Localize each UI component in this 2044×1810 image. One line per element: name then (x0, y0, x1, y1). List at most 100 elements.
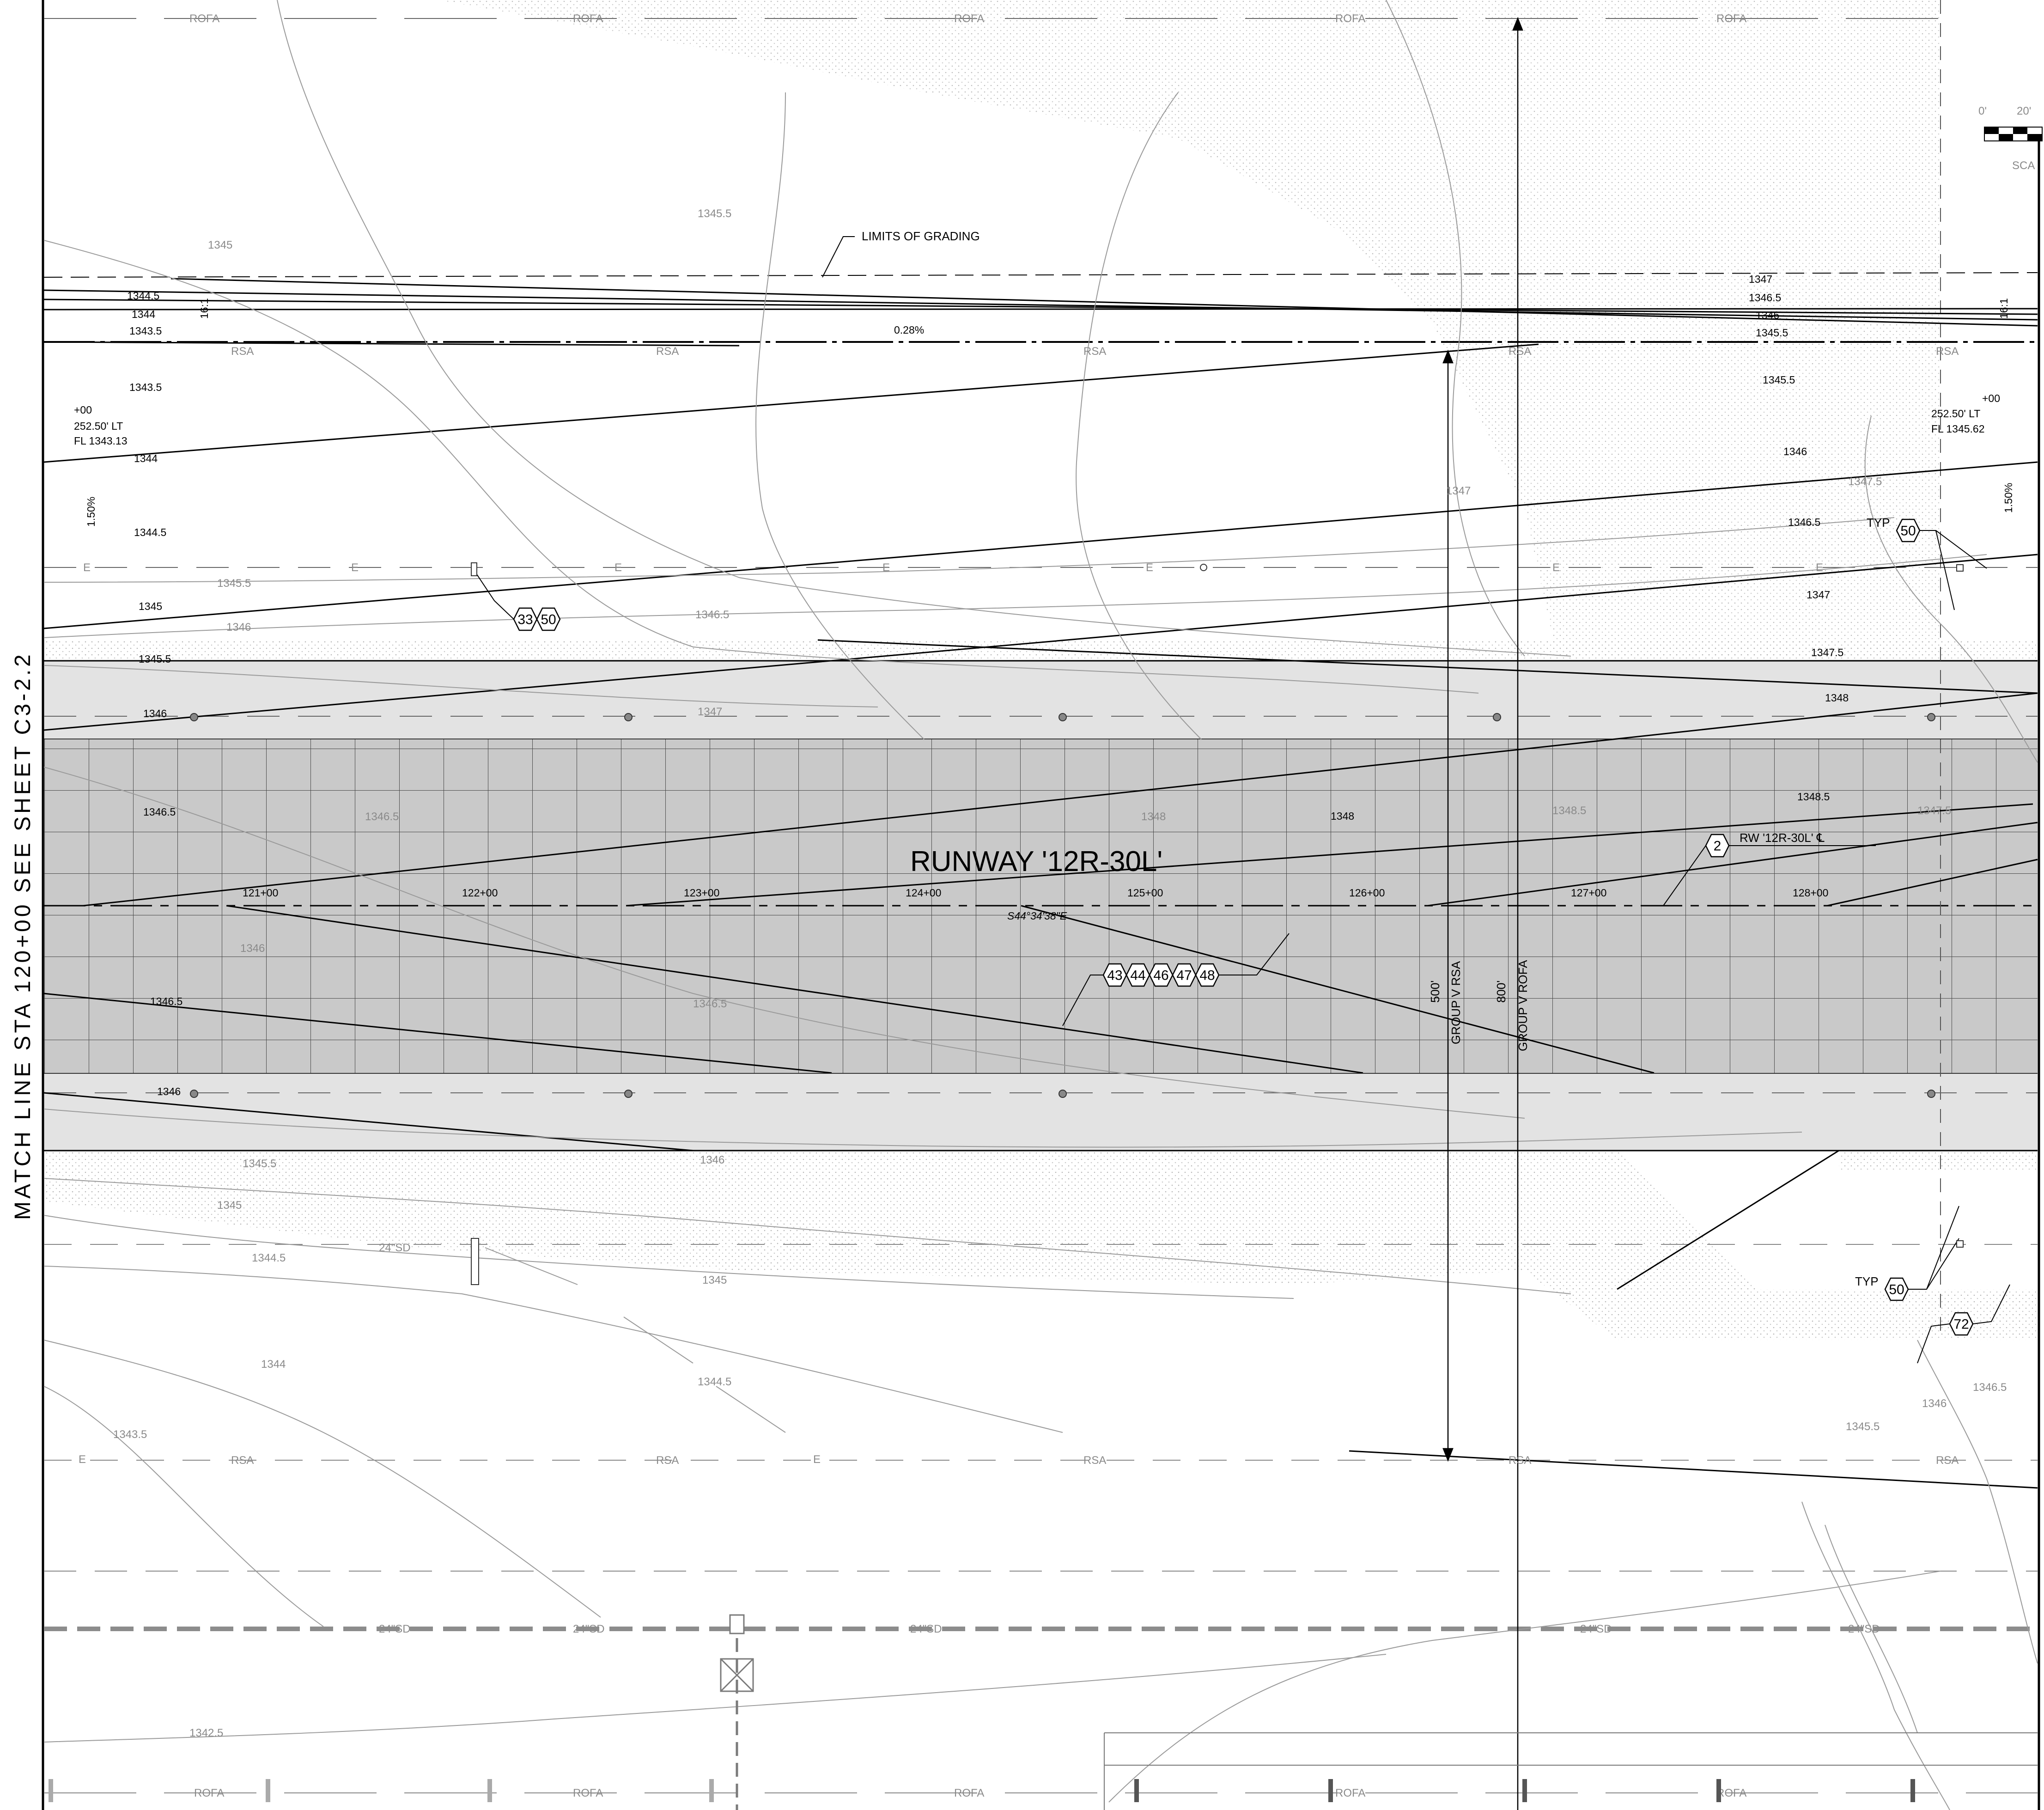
svg-text:1347: 1347 (1749, 273, 1772, 285)
svg-text:1343.5: 1343.5 (129, 325, 162, 337)
limits-of-grading-callout: LIMITS OF GRADING (822, 229, 980, 278)
storm-drain-label: 24"SD (379, 1623, 411, 1635)
storm-drain-label: 24"SD (910, 1623, 942, 1635)
svg-text:72: 72 (1953, 1317, 1969, 1332)
svg-text:1345.5: 1345.5 (698, 207, 731, 220)
typ-callout-lower: TYP 50 (1855, 1206, 1959, 1301)
rofa-label: ROFA (1335, 1787, 1365, 1799)
rofa-label: ROFA (189, 12, 219, 25)
svg-text:1344.5: 1344.5 (252, 1252, 286, 1264)
svg-text:1348: 1348 (1141, 811, 1166, 823)
station-labels: 121+00 122+00 123+00 124+00 125+00 126+0… (243, 887, 1828, 899)
rofa-label: ROFA (573, 1787, 603, 1799)
svg-text:47: 47 (1176, 968, 1192, 983)
centerline-callout: 2 RW '12R-30L' ℄ (1663, 831, 1876, 906)
storm-drain-label: 24"SD (1848, 1623, 1880, 1635)
svg-text:1344.5: 1344.5 (698, 1376, 731, 1388)
storm-drain-label: 24"SD (1580, 1623, 1612, 1635)
svg-text:1346.5: 1346.5 (150, 995, 182, 1007)
proposed-contour-labels: 1344.5 1344 1343.5 1343.5 1344 1344.5 13… (127, 273, 1849, 1097)
svg-text:127+00: 127+00 (1571, 887, 1606, 899)
svg-text:252.50' LT: 252.50' LT (1931, 408, 1980, 420)
svg-text:1348: 1348 (1331, 810, 1354, 822)
svg-text:44: 44 (1130, 968, 1145, 983)
svg-text:1348: 1348 (1825, 692, 1849, 704)
note-badges-cluster: 43 44 46 47 48 (1062, 933, 1290, 1026)
svg-text:1346: 1346 (1922, 1397, 1947, 1410)
svg-text:1345.5: 1345.5 (1756, 327, 1788, 339)
svg-text:0': 0' (1978, 105, 1987, 117)
right-end-callout: +00 252.50' LT FL 1345.62 (1931, 392, 2000, 435)
dimension-lines (1442, 17, 1523, 1810)
rofa-label: ROFA (954, 1787, 984, 1799)
svg-text:1348.5: 1348.5 (1797, 791, 1830, 803)
rsa-label: RSA (1509, 1454, 1531, 1467)
note-badges-upper: 33 50 (475, 573, 561, 631)
storm-drain-label: 24"SD (379, 1242, 411, 1254)
proposed-contours (43, 278, 2038, 1489)
svg-text:1344: 1344 (132, 308, 155, 320)
svg-text:1346: 1346 (1756, 309, 1779, 321)
reference-lines (43, 18, 2038, 1793)
rofa-label: ROFA (1716, 1787, 1746, 1799)
edge-label: E (1146, 561, 1153, 574)
svg-text:20': 20' (2017, 105, 2031, 117)
svg-text:500': 500' (1428, 981, 1442, 1003)
svg-text:1346: 1346 (157, 1085, 181, 1097)
svg-text:1345: 1345 (139, 600, 162, 612)
rsa-label: RSA (231, 1454, 254, 1467)
svg-text:1344: 1344 (261, 1358, 286, 1371)
svg-text:800': 800' (1494, 981, 1508, 1003)
svg-text:126+00: 126+00 (1349, 887, 1385, 899)
typ-callout-upper: TYP 50 (1867, 516, 1987, 610)
slope-left-label: 1.50% (85, 497, 97, 527)
rsa-label: RSA (231, 345, 254, 358)
rsa-label: RSA (656, 345, 679, 358)
svg-text:GROUP V RSA: GROUP V RSA (1449, 961, 1463, 1044)
sheet-borders (42, 0, 2040, 1810)
svg-text:1346.5: 1346.5 (1788, 516, 1820, 528)
ratio-left-label: 16:1 (198, 298, 210, 319)
svg-text:1346.5: 1346.5 (143, 806, 176, 818)
svg-text:1346: 1346 (226, 621, 251, 634)
svg-text:1345.5: 1345.5 (1846, 1420, 1880, 1433)
rofa-label: ROFA (1716, 12, 1746, 25)
svg-text:1346: 1346 (240, 942, 265, 955)
svg-text:SCA: SCA (2012, 159, 2035, 172)
svg-text:+00: +00 (1982, 392, 2000, 404)
edge-lights (190, 562, 1964, 1285)
svg-text:1345.5: 1345.5 (1763, 374, 1795, 386)
svg-text:1346.5: 1346.5 (1749, 292, 1781, 304)
svg-text:1346: 1346 (143, 707, 167, 719)
svg-text:1343.5: 1343.5 (113, 1428, 147, 1441)
rsa-label: RSA (1083, 1454, 1106, 1467)
edge-label: E (79, 1453, 86, 1466)
rsa-label: RSA (656, 1454, 679, 1467)
svg-text:1345: 1345 (702, 1274, 727, 1286)
rsa-label: RSA (1509, 345, 1531, 358)
edge-label: E (882, 561, 890, 574)
runway-pavement-grid (44, 739, 2038, 1073)
svg-text:33: 33 (517, 612, 533, 628)
note-72-callout: 72 (1917, 1284, 2010, 1364)
svg-text:1347: 1347 (1807, 589, 1830, 601)
edge-label: E (1552, 561, 1560, 574)
svg-text:121+00: 121+00 (243, 887, 278, 899)
svg-text:43: 43 (1107, 968, 1122, 983)
svg-text:1347.5: 1347.5 (1917, 804, 1951, 817)
rofa-label: ROFA (1335, 12, 1365, 25)
rofa-label: ROFA (194, 1787, 224, 1799)
svg-text:FL 1343.13: FL 1343.13 (74, 435, 128, 447)
svg-text:1343.5: 1343.5 (129, 381, 162, 393)
svg-text:1345.5: 1345.5 (243, 1158, 276, 1170)
svg-text:1348.5: 1348.5 (1552, 804, 1586, 817)
svg-text:1344: 1344 (134, 452, 158, 464)
edge-label: E (351, 561, 359, 574)
dimension-rsa-label: 500' GROUP V RSA (1428, 961, 1463, 1044)
svg-text:124+00: 124+00 (906, 887, 941, 899)
svg-text:1347: 1347 (1446, 485, 1471, 497)
edge-label: E (83, 561, 91, 574)
svg-text:125+00: 125+00 (1127, 887, 1163, 899)
svg-text:46: 46 (1153, 968, 1168, 983)
runway-shoulders (44, 660, 2038, 1152)
